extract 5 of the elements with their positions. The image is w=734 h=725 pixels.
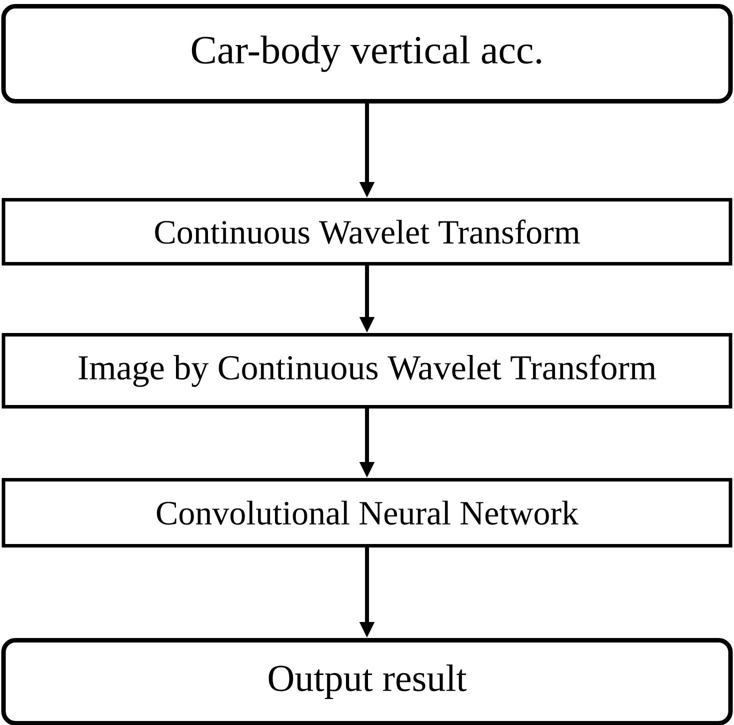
terminal-box: Car-body vertical acc. <box>1 4 733 104</box>
process-box: Continuous Wavelet Transform <box>2 198 732 266</box>
process-box: Image by Continuous Wavelet Transform <box>2 333 732 408</box>
process-box: Convolutional Neural Network <box>2 478 732 548</box>
terminal-box: Output result <box>1 638 733 725</box>
